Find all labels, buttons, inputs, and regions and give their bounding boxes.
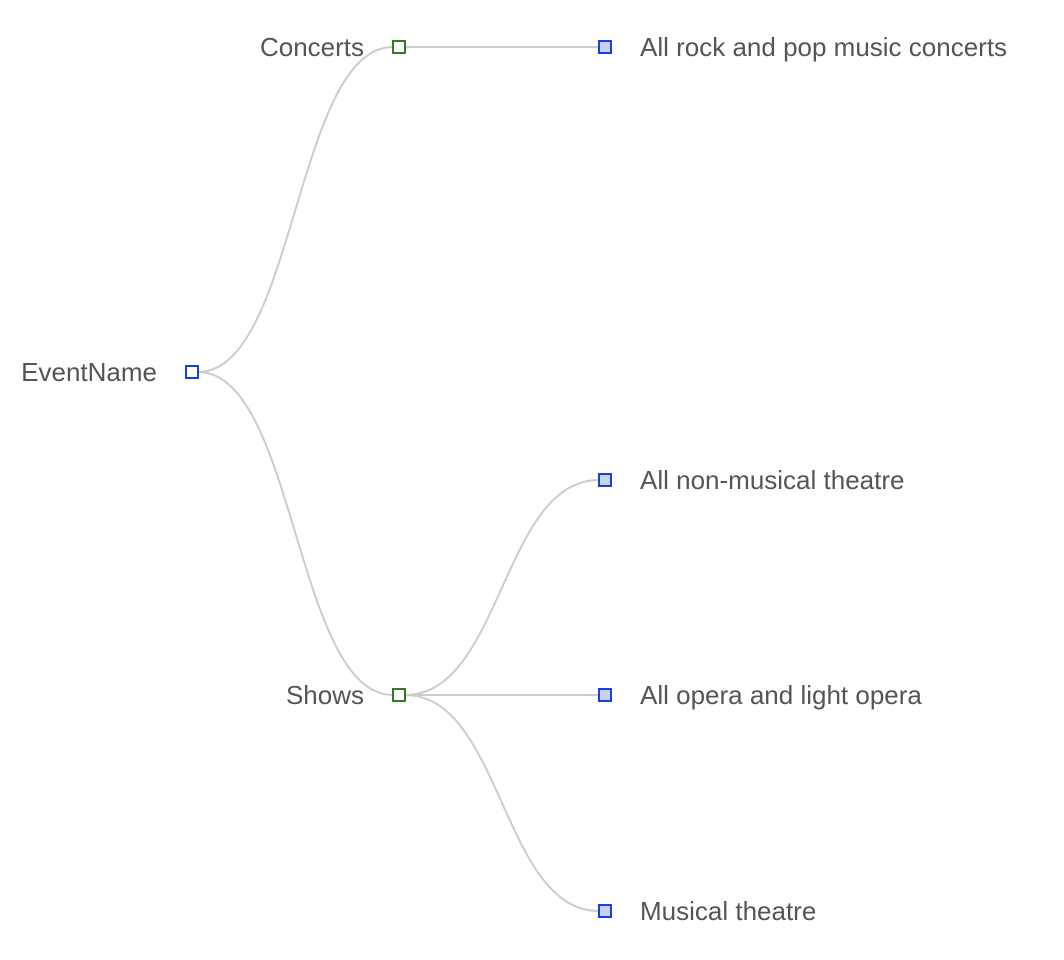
link-shows-to-all-non-musical-theatre [404, 479, 600, 696]
node-label: Musical theatre [640, 896, 816, 926]
tree-node-all-non-musical-theatre[interactable]: All non-musical theatre [598, 465, 904, 495]
tree-node-shows[interactable]: Shows [286, 680, 406, 710]
node-label: EventName [21, 357, 157, 387]
node-marker[interactable] [598, 40, 612, 54]
tree-node-all-rock-and-pop-music-concerts[interactable]: All rock and pop music concerts [598, 32, 1007, 62]
nodes-layer: All rock and pop music concerts ConcertsA… [21, 32, 1007, 926]
node-marker[interactable] [185, 365, 199, 379]
node-label: Shows [286, 680, 364, 710]
node-label: All non-musical theatre [640, 465, 904, 495]
links-layer [197, 45, 600, 912]
node-label: Concerts [260, 32, 364, 62]
node-marker[interactable] [598, 688, 612, 702]
link-eventname-to-concerts [197, 46, 394, 373]
node-marker[interactable] [598, 904, 612, 918]
node-marker[interactable] [598, 473, 612, 487]
link-shows-to-musical-theatre [404, 694, 600, 912]
tree-node-all-opera-and-light-opera[interactable]: All opera and light opera [598, 680, 922, 710]
node-label: All opera and light opera [640, 680, 922, 710]
link-eventname-to-shows [197, 371, 394, 696]
node-label: All rock and pop music concerts [640, 32, 1007, 62]
node-marker[interactable] [392, 40, 406, 54]
tree-node-musical-theatre[interactable]: Musical theatre [598, 896, 816, 926]
node-marker[interactable] [392, 688, 406, 702]
tree-node-concerts[interactable]: Concerts [260, 32, 406, 62]
tree-node-eventname[interactable]: EventName [21, 357, 199, 387]
